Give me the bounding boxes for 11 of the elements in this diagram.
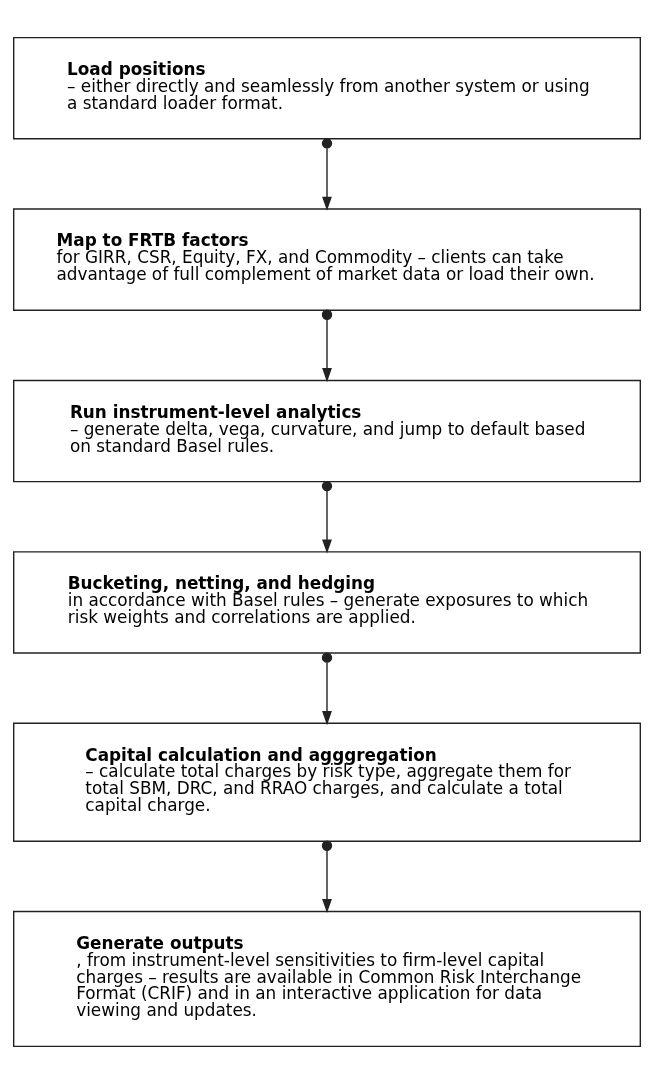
arrow [321,309,333,383]
arrow [321,652,333,726]
node-box: Bucketing, netting, and hedging in accordance with Basel rules – generate exposures to which risk weights and correlations are applied. [13,551,641,654]
node-box: Load positions – either directly and seamlessly from another system or using a standard loader format. [13,36,641,140]
node-box: Generate outputs , from instrument-level sensitivities to firm-level capital charges – results are available in Common Risk Interchange Format (CRIF) and in an interactive application for data viewing and updates. [13,910,641,1048]
arrow [321,840,333,914]
node-box: Map to FRTB factors for GIRR, CSR, Equity, FX, and Commodity – clients can take advantage of full complement of market data or load their own. [13,208,641,311]
node-box: Run instrument-level analytics – generate delta, vega, curvature, and jump to default based on standard Basel rules. [13,379,641,483]
node-box: Capital calculation and agggregation – calculate total charges by risk type, aggregate them for total SBM, DRC, and RRAO charges, and calculate a total capital charge. [13,722,641,842]
arrow [321,138,333,211]
arrow [321,480,333,554]
